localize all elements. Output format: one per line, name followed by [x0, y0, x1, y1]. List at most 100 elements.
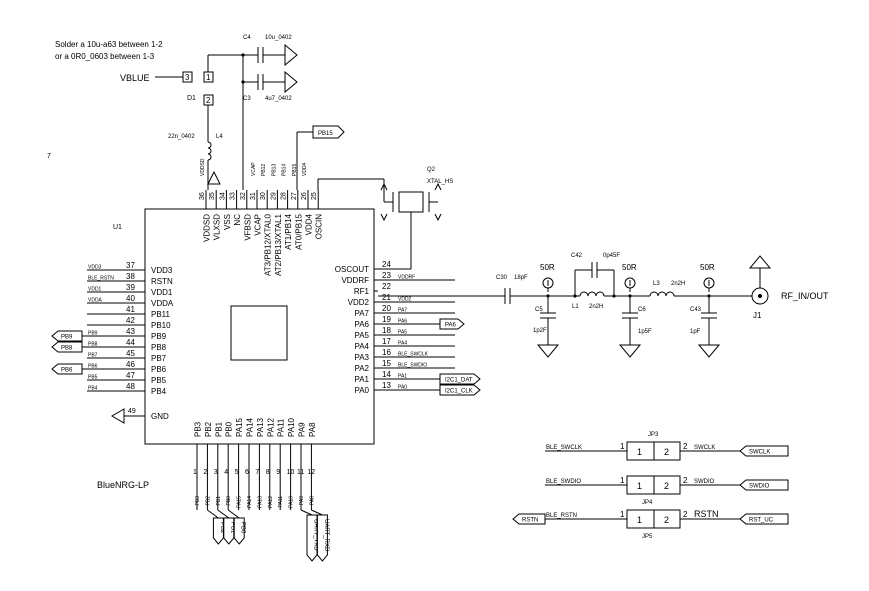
- pin-23-net: VDDRF: [398, 275, 415, 281]
- pin-46-num: 46: [126, 360, 135, 369]
- d1-pin1: 1: [206, 73, 211, 82]
- pin-10-num: 10: [287, 469, 295, 476]
- jumper-jp4-pin1: 1: [620, 476, 625, 485]
- pin-47-label: PB5: [151, 376, 167, 385]
- pin-2-num: 2: [203, 469, 207, 476]
- pin-38-label: RSTN: [151, 277, 173, 286]
- tag-pb0: [233, 517, 245, 545]
- pin-8-num: 8: [266, 469, 270, 476]
- l4-ref: L4: [216, 134, 223, 140]
- pin-9-num: 9: [276, 469, 280, 476]
- jumper-jp4-ref: JP4: [642, 500, 653, 506]
- pin-35-label: VLXSD: [213, 214, 222, 240]
- pin-12-label: PA8: [308, 422, 317, 437]
- pin-5-label: PA15: [235, 417, 244, 437]
- pin-5-net: PA15: [237, 496, 243, 508]
- pin-6-num: 6: [245, 469, 249, 476]
- pin-20-num: 20: [382, 304, 391, 313]
- pin-29-net: PB13: [271, 164, 277, 176]
- pin-15-num: 15: [382, 359, 391, 368]
- pin-48-label: PB4: [151, 387, 167, 396]
- pin-9-net: PA11: [278, 496, 284, 508]
- tag-pb8-label: PB8: [61, 346, 73, 352]
- pin-14-net: PA1: [398, 374, 407, 380]
- pin-32-num: 32: [240, 192, 247, 200]
- pin-49-num: 49: [128, 408, 136, 415]
- j1-label: RF_IN/OUT: [781, 291, 829, 301]
- pin-33-label: NC: [233, 214, 242, 226]
- probe-2-label: 50R: [622, 263, 637, 272]
- pin-23-num: 23: [382, 271, 391, 280]
- jumper-jp3-left-net: BLE_SWCLK: [546, 445, 582, 451]
- pin-28-label: AT1/PB14: [284, 213, 293, 249]
- sheet-mark: 7: [47, 153, 51, 160]
- tag-i2c1-clk-label: I2C1_CLK: [445, 389, 473, 395]
- pin-8-net: PA12: [268, 496, 274, 508]
- pin-25-num: 25: [311, 192, 318, 200]
- pb15-tag-label: PB15: [318, 131, 333, 137]
- pin-36-label: VDDSD: [203, 214, 212, 242]
- pin-47-num: 47: [126, 371, 135, 380]
- pin-27-num: 27: [291, 192, 298, 200]
- jumper-jp5-left-net: BLE_RSTN: [546, 513, 577, 519]
- pin-15-label: PA2: [354, 364, 369, 373]
- jumper-jp3-pin2-inner: 2: [664, 447, 669, 457]
- pin-44-num: 44: [126, 338, 135, 347]
- pin-48-num: 48: [126, 382, 135, 391]
- jumper-jp3-ref: JP3: [648, 432, 659, 438]
- pin-10-label: PA10: [287, 417, 296, 437]
- pin-16-label: PA3: [354, 353, 369, 362]
- c43-value: 1pF: [690, 329, 701, 335]
- tag-pb1: [223, 517, 235, 545]
- l3-value: 2n2H: [671, 281, 685, 287]
- pin-3-label: PB1: [214, 421, 223, 437]
- pin-43-net: PB9: [88, 331, 98, 337]
- pin-29-num: 29: [270, 192, 277, 200]
- tag-pb9: [51, 330, 83, 342]
- probe-3-label: 50R: [700, 263, 715, 272]
- pin-4-label: PB0: [225, 421, 234, 437]
- jumper-jp4-tag-label: SWDIO: [749, 484, 770, 490]
- vblue-label: VBLUE: [120, 73, 150, 83]
- pin-13-label: PA0: [354, 386, 369, 395]
- pin-18-label: PA5: [354, 331, 369, 340]
- tag-pa6-label: PA6: [445, 323, 457, 329]
- jumper-jp5-pin2: 2: [683, 510, 688, 519]
- pin-31-label: VCAP: [254, 214, 263, 236]
- c30-value: 18pF: [514, 275, 528, 281]
- pin-7-net: PA13: [257, 496, 263, 508]
- pin-7-label: PA13: [256, 417, 265, 437]
- tag-pb2: [212, 517, 224, 545]
- tag-uart-rxd: [316, 514, 328, 562]
- pin-12-net: PA8: [309, 496, 315, 505]
- pin-43-num: 43: [126, 327, 135, 336]
- pin-29-label: AT2/PB13/XTAL1: [274, 213, 283, 276]
- pin-40-label: VDDA: [151, 299, 174, 308]
- pin-11-label: PA9: [298, 422, 307, 437]
- pin-44-label: PB8: [151, 343, 167, 352]
- pin-35-num: 35: [209, 192, 216, 200]
- u1-ref: U1: [113, 224, 122, 231]
- d1-ref: D1: [187, 95, 196, 102]
- pin-21-label: VDD2: [348, 298, 370, 307]
- pin-1-label: PB3: [194, 421, 203, 437]
- pin-20-net: PA7: [398, 308, 407, 314]
- jumper-jp5-tag: [739, 513, 789, 525]
- l3-ref: L3: [653, 281, 660, 287]
- tag-i2c1-dat-label: I2C1_DAT: [445, 378, 473, 384]
- pin-20-label: PA7: [354, 309, 369, 318]
- tag-pb8: [51, 341, 83, 353]
- tag-pb2-label: PB2: [219, 522, 225, 534]
- jumper-jp5-ref: JP5: [642, 534, 653, 540]
- gnd-symbol-vss: [207, 170, 221, 185]
- pin-40-num: 40: [126, 294, 135, 303]
- jumper-jp5-pin2-inner: 2: [664, 515, 669, 525]
- pin-5-num: 5: [235, 469, 239, 476]
- pin-26-num: 26: [301, 192, 308, 200]
- pin-3-num: 3: [214, 469, 218, 476]
- pin-34-num: 34: [219, 192, 226, 200]
- pin-42-label: PB10: [151, 321, 171, 330]
- c4-ref: C4: [243, 35, 251, 41]
- vblue-pin-num: 3: [185, 73, 190, 82]
- pin-17-num: 17: [382, 337, 391, 346]
